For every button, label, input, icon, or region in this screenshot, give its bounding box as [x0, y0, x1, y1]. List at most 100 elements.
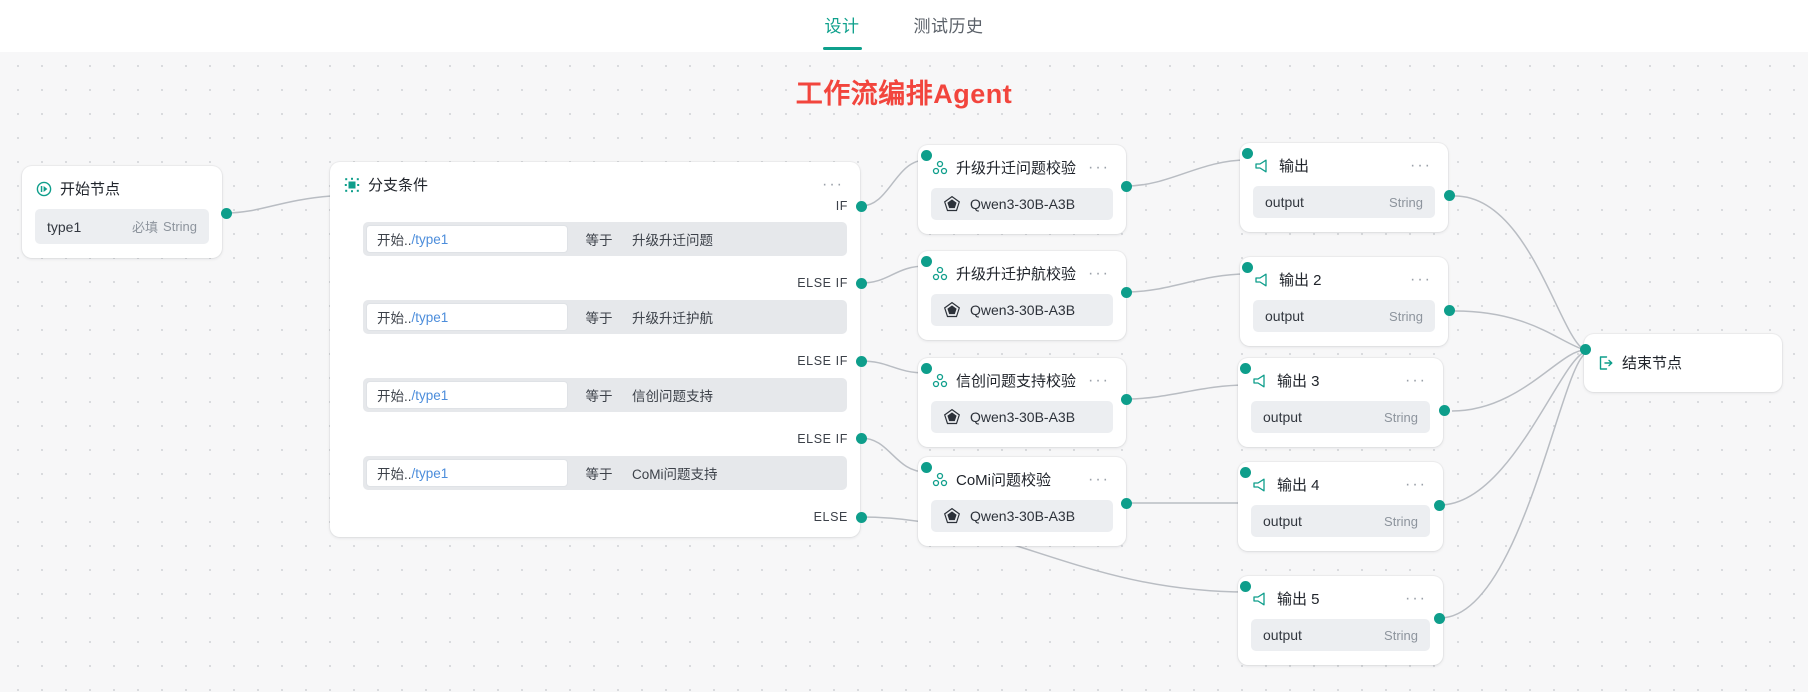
node-output-5[interactable]: 输出 5 ··· output String: [1238, 576, 1443, 665]
start-field-type1[interactable]: type1 必填 String: [35, 209, 209, 244]
node-llm-3-output-port[interactable]: [1121, 394, 1132, 405]
megaphone-icon: [1254, 158, 1271, 174]
node-output-2[interactable]: 输出 2 ··· output String: [1240, 257, 1448, 346]
llm-cluster-icon: [932, 266, 948, 282]
node-output-2-menu-icon[interactable]: ···: [1410, 270, 1432, 288]
output-field[interactable]: output String: [1251, 505, 1430, 537]
top-tab-bar: 设计 测试历史: [0, 0, 1808, 52]
node-llm-2-input-port[interactable]: [921, 256, 932, 267]
condition-value[interactable]: 升级升迁问题: [632, 233, 713, 248]
condition-operator[interactable]: 等于: [585, 311, 613, 326]
node-output-3-output-port[interactable]: [1439, 405, 1450, 416]
condition-row[interactable]: 开始../type1 等于 升级升迁问题: [363, 222, 847, 256]
node-output-4[interactable]: 输出 4 ··· output String: [1238, 462, 1443, 551]
node-llm-4-body: Qwen3-30B-A3B: [918, 498, 1126, 546]
node-output-5-menu-icon[interactable]: ···: [1405, 589, 1427, 607]
output-field[interactable]: output String: [1251, 401, 1430, 433]
node-llm-1-menu-icon[interactable]: ···: [1088, 158, 1110, 176]
condition-value[interactable]: 信创问题支持: [632, 389, 713, 404]
condition-value[interactable]: CoMi问题支持: [632, 467, 718, 482]
output-field[interactable]: output String: [1253, 186, 1435, 218]
node-output-2-body: output String: [1240, 298, 1448, 346]
node-llm-3-input-port[interactable]: [921, 363, 932, 374]
model-chip[interactable]: Qwen3-30B-A3B: [931, 188, 1113, 220]
node-output-1[interactable]: 输出 ··· output String: [1240, 143, 1448, 232]
model-chip[interactable]: Qwen3-30B-A3B: [931, 294, 1113, 326]
condition-variable-input[interactable]: 开始../type1: [366, 303, 568, 331]
node-llm-2-output-port[interactable]: [1121, 287, 1132, 298]
node-end-input-port[interactable]: [1580, 344, 1591, 355]
node-llm-1-output-port[interactable]: [1121, 181, 1132, 192]
node-branch-menu-icon[interactable]: ···: [822, 175, 844, 193]
model-pentagon-icon: [943, 408, 961, 426]
node-end-header: 结束节点: [1584, 334, 1782, 381]
branch-port-else-if-3[interactable]: [856, 433, 867, 444]
node-llm-4-menu-icon[interactable]: ···: [1088, 470, 1110, 488]
branch-label-else-if-1: ELSE IF: [797, 276, 848, 290]
condition-operator[interactable]: 等于: [585, 233, 613, 248]
node-llm-2-menu-icon[interactable]: ···: [1088, 264, 1110, 282]
node-llm-3[interactable]: 信创问题支持校验 ··· Qwen3-30B-A3B: [918, 358, 1126, 447]
node-output-3[interactable]: 输出 3 ··· output String: [1238, 358, 1443, 447]
node-branch-title: 分支条件: [368, 177, 429, 194]
condition-operator[interactable]: 等于: [585, 389, 613, 404]
node-output-1-header: 输出 ···: [1240, 143, 1448, 184]
node-output-5-input-port[interactable]: [1240, 581, 1251, 592]
node-output-4-title: 输出 4: [1277, 477, 1320, 494]
branch-port-if[interactable]: [856, 201, 867, 212]
node-output-2-output-port[interactable]: [1444, 305, 1455, 316]
branch-port-else-if-1[interactable]: [856, 278, 867, 289]
node-output-3-input-port[interactable]: [1240, 363, 1251, 374]
condition-variable-input[interactable]: 开始../type1: [366, 381, 568, 409]
node-output-1-input-port[interactable]: [1242, 148, 1253, 159]
branch-port-else-if-2[interactable]: [856, 356, 867, 367]
condition-value[interactable]: 升级升迁护航: [632, 311, 713, 326]
node-output-4-input-port[interactable]: [1240, 467, 1251, 478]
node-llm-4[interactable]: CoMi问题校验 ··· Qwen3-30B-A3B: [918, 457, 1126, 546]
llm-cluster-icon: [932, 472, 948, 488]
condition-variable-input[interactable]: 开始../type1: [366, 459, 568, 487]
node-output-1-output-port[interactable]: [1444, 190, 1455, 201]
output-field-name: output: [1265, 308, 1304, 324]
node-output-3-body: output String: [1238, 399, 1443, 447]
node-output-1-menu-icon[interactable]: ···: [1410, 156, 1432, 174]
node-output-5-output-port[interactable]: [1434, 613, 1445, 624]
model-name: Qwen3-30B-A3B: [970, 409, 1076, 425]
node-llm-1-input-port[interactable]: [921, 150, 932, 161]
branch-label-else-if-3: ELSE IF: [797, 432, 848, 446]
tab-test-history[interactable]: 测试历史: [913, 17, 984, 36]
node-llm-4-output-port[interactable]: [1121, 498, 1132, 509]
node-output-5-title: 输出 5: [1277, 591, 1320, 608]
model-chip[interactable]: Qwen3-30B-A3B: [931, 401, 1113, 433]
condition-variable-path: /type1: [411, 309, 449, 325]
node-llm-3-menu-icon[interactable]: ···: [1088, 371, 1110, 389]
model-chip[interactable]: Qwen3-30B-A3B: [931, 500, 1113, 532]
output-field[interactable]: output String: [1253, 300, 1435, 332]
node-start[interactable]: 开始节点 type1 必填 String: [22, 166, 222, 258]
node-llm-2[interactable]: 升级升迁护航校验 ··· Qwen3-30B-A3B: [918, 251, 1126, 340]
condition-variable-input[interactable]: 开始../type1: [366, 225, 568, 253]
tab-design[interactable]: 设计: [809, 0, 876, 50]
node-start-title: 开始节点: [60, 181, 121, 198]
branch-port-else[interactable]: [856, 512, 867, 523]
node-llm-4-input-port[interactable]: [921, 462, 932, 473]
node-end[interactable]: 结束节点: [1584, 334, 1782, 392]
node-branch-condition[interactable]: 分支条件 ··· 开始../type1 等于 升级升迁问题 开始../type1…: [330, 162, 860, 537]
output-field-type: String: [1384, 627, 1418, 643]
condition-row[interactable]: 开始../type1 等于 信创问题支持: [363, 378, 847, 412]
condition-row[interactable]: 开始../type1 等于 升级升迁护航: [363, 300, 847, 334]
start-output-port[interactable]: [221, 208, 232, 219]
megaphone-icon: [1252, 373, 1269, 389]
node-output-4-header: 输出 4 ···: [1238, 462, 1443, 503]
condition-row[interactable]: 开始../type1 等于 CoMi问题支持: [363, 456, 847, 490]
node-llm-1-body: Qwen3-30B-A3B: [918, 186, 1126, 234]
node-output-3-menu-icon[interactable]: ···: [1405, 371, 1427, 389]
condition-operator[interactable]: 等于: [585, 467, 613, 482]
node-output-2-input-port[interactable]: [1242, 262, 1253, 273]
node-output-4-output-port[interactable]: [1434, 500, 1445, 511]
output-field[interactable]: output String: [1251, 619, 1430, 651]
node-llm-1[interactable]: 升级升迁问题校验 ··· Qwen3-30B-A3B: [918, 145, 1126, 234]
node-output-4-menu-icon[interactable]: ···: [1405, 475, 1427, 493]
